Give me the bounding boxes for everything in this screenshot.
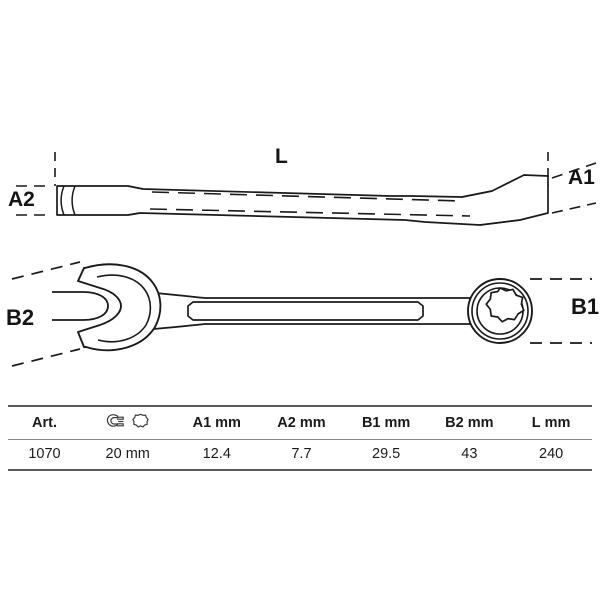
table-header: Art.	[8, 405, 592, 440]
header-b2-unit: mm	[467, 415, 494, 431]
open-end-jaw-inner-contour	[96, 274, 152, 343]
table-header-row: Art.	[8, 405, 592, 440]
specification-table-container: Art.	[8, 405, 592, 471]
technical-drawing: L A2 A1 B2 B1	[6, 145, 600, 367]
a1-extension-lines	[551, 162, 597, 214]
b1-extension-lines	[530, 278, 592, 344]
dimension-label-open-end-width: B2	[6, 305, 35, 330]
header-a2-unit: mm	[299, 415, 326, 431]
table-body: 1070 20 mm 12.4 7.7 29.5 43 240	[8, 439, 592, 471]
header-b1-label: B1	[361, 415, 381, 431]
table-row: 1070 20 mm 12.4 7.7 29.5 43 240	[8, 439, 592, 471]
cell-a2: 7.7	[259, 439, 344, 471]
b2-extension-lines	[11, 261, 81, 367]
shaft-hidden-lines	[149, 191, 471, 217]
open-end-head-detail-lines	[60, 185, 76, 216]
cell-b2: 43	[428, 439, 511, 471]
cell-a1: 12.4	[174, 439, 260, 471]
dimension-label-open-end-thickness: A2	[8, 188, 35, 211]
ring-end-12-point-profile	[485, 287, 525, 323]
header-a1-label: A1	[192, 415, 212, 431]
header-article: Art.	[8, 405, 81, 440]
header-length-unit: mm	[544, 415, 571, 431]
open-end-wrench-icon	[107, 413, 125, 427]
header-article-label: Art.	[32, 415, 57, 431]
dimension-label-length: L	[275, 145, 288, 168]
side-ring-taper-lines	[461, 190, 521, 226]
cell-size: 20 mm	[81, 439, 175, 471]
a2-extension-lines	[16, 185, 52, 216]
ring-spanner-icon	[132, 413, 149, 427]
cell-b1: 29.5	[343, 439, 429, 471]
header-b1-unit: mm	[384, 415, 411, 431]
cell-length: 240	[510, 439, 592, 471]
cell-article: 1070	[8, 439, 81, 471]
handle-recess-groove	[187, 301, 424, 321]
side-neck-taper-lines	[127, 185, 144, 216]
open-end-jaw-head	[77, 263, 162, 352]
plan-view	[11, 261, 592, 367]
header-a2-label: A2	[277, 415, 296, 431]
open-end-jaw-mouth	[52, 291, 109, 321]
dimension-label-ring-end-thickness: A1	[568, 166, 595, 189]
header-length-label: L	[531, 415, 541, 431]
wrench-drawing-svg	[11, 152, 597, 367]
header-a1-unit: mm	[215, 415, 241, 431]
side-elevation-view	[16, 152, 597, 226]
wrench-side-profile	[56, 174, 549, 226]
dimension-label-ring-end-width: B1	[571, 294, 600, 319]
header-b2-label: B2	[445, 415, 464, 431]
size-icon-group	[106, 413, 149, 430]
specification-table: Art.	[8, 405, 592, 471]
header-size-icons	[81, 405, 175, 440]
